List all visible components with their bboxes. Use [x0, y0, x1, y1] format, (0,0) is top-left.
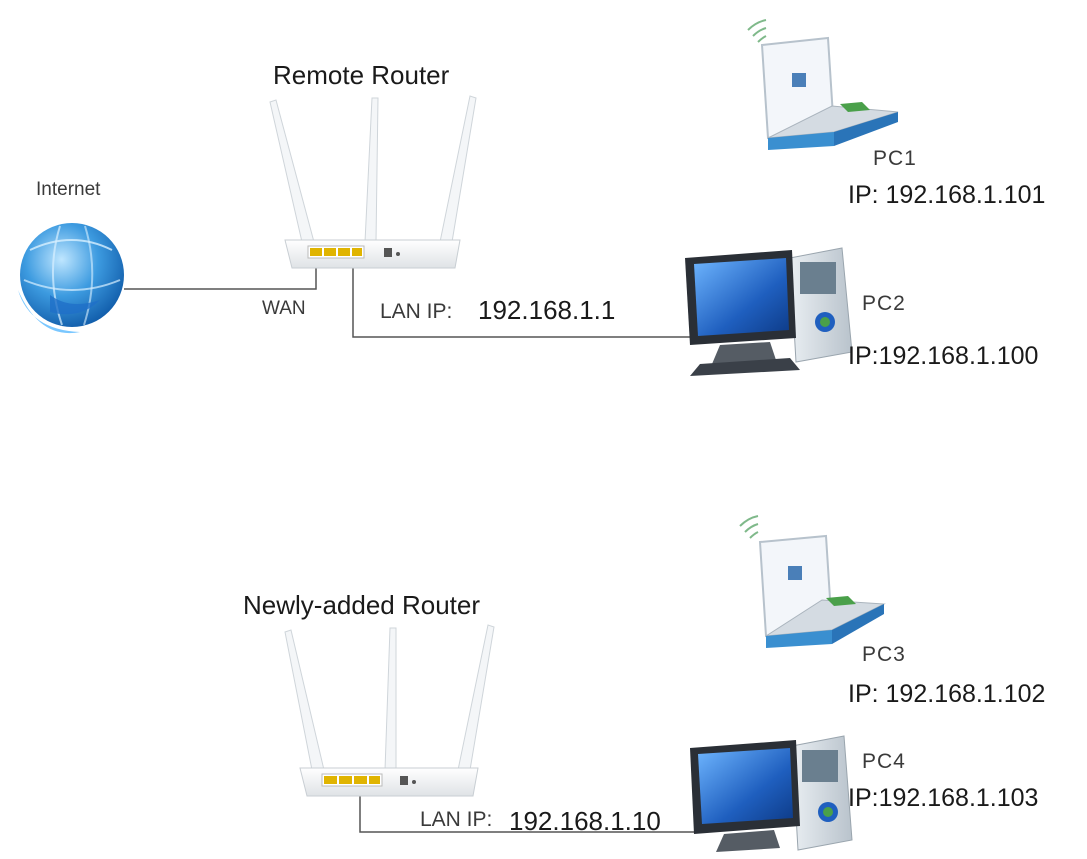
- wan-label: WAN: [262, 298, 306, 319]
- pc4-ip-label: IP:: [848, 784, 879, 812]
- pc2-ip: IP:192.168.1.100: [848, 344, 1038, 369]
- pc1-ip: IP: 192.168.1.101: [848, 183, 1045, 208]
- pc2-ip-label: IP:: [848, 342, 879, 370]
- pc2-ip-value: 192.168.1.100: [878, 342, 1039, 370]
- pc4-desktop-icon: [690, 735, 853, 852]
- pc3-name: PC3: [862, 643, 906, 666]
- pc2-desktop-icon: [685, 247, 853, 376]
- pc3-laptop-icon: [739, 515, 886, 648]
- remote-router-icon: [269, 95, 477, 269]
- internet-globe-icon: [18, 223, 124, 334]
- pc1-laptop-icon: [747, 19, 899, 150]
- remote-lan-link: [352, 262, 695, 338]
- internet-wan-link: [124, 262, 317, 290]
- pc2-name: PC2: [862, 292, 906, 315]
- pc1-ip-label: IP:: [848, 181, 879, 209]
- remote-lan-ip-value: 192.168.1.1: [478, 295, 616, 325]
- new-lan-link: [359, 790, 700, 833]
- pc4-ip-value: 192.168.1.103: [878, 784, 1039, 812]
- pc4-ip: IP:192.168.1.103: [848, 786, 1038, 811]
- connection-lines: [124, 262, 700, 833]
- pc3-ip-value: 192.168.1.102: [885, 680, 1046, 708]
- pc3-ip-label: IP:: [848, 680, 879, 708]
- new-lan-ip-label: LAN IP:: [420, 808, 493, 831]
- new-router-title: Newly-added Router: [243, 590, 481, 620]
- new-router-icon: [284, 624, 495, 797]
- remote-lan-ip-label: LAN IP:: [380, 300, 453, 323]
- pc3-ip: IP: 192.168.1.102: [848, 682, 1045, 707]
- remote-router-title: Remote Router: [273, 60, 450, 90]
- pc1-ip-value: 192.168.1.101: [885, 181, 1046, 209]
- internet-label: Internet: [36, 179, 101, 200]
- pc4-name: PC4: [862, 750, 906, 773]
- new-lan-ip-value: 192.168.1.10: [509, 806, 661, 836]
- pc1-name: PC1: [873, 147, 917, 170]
